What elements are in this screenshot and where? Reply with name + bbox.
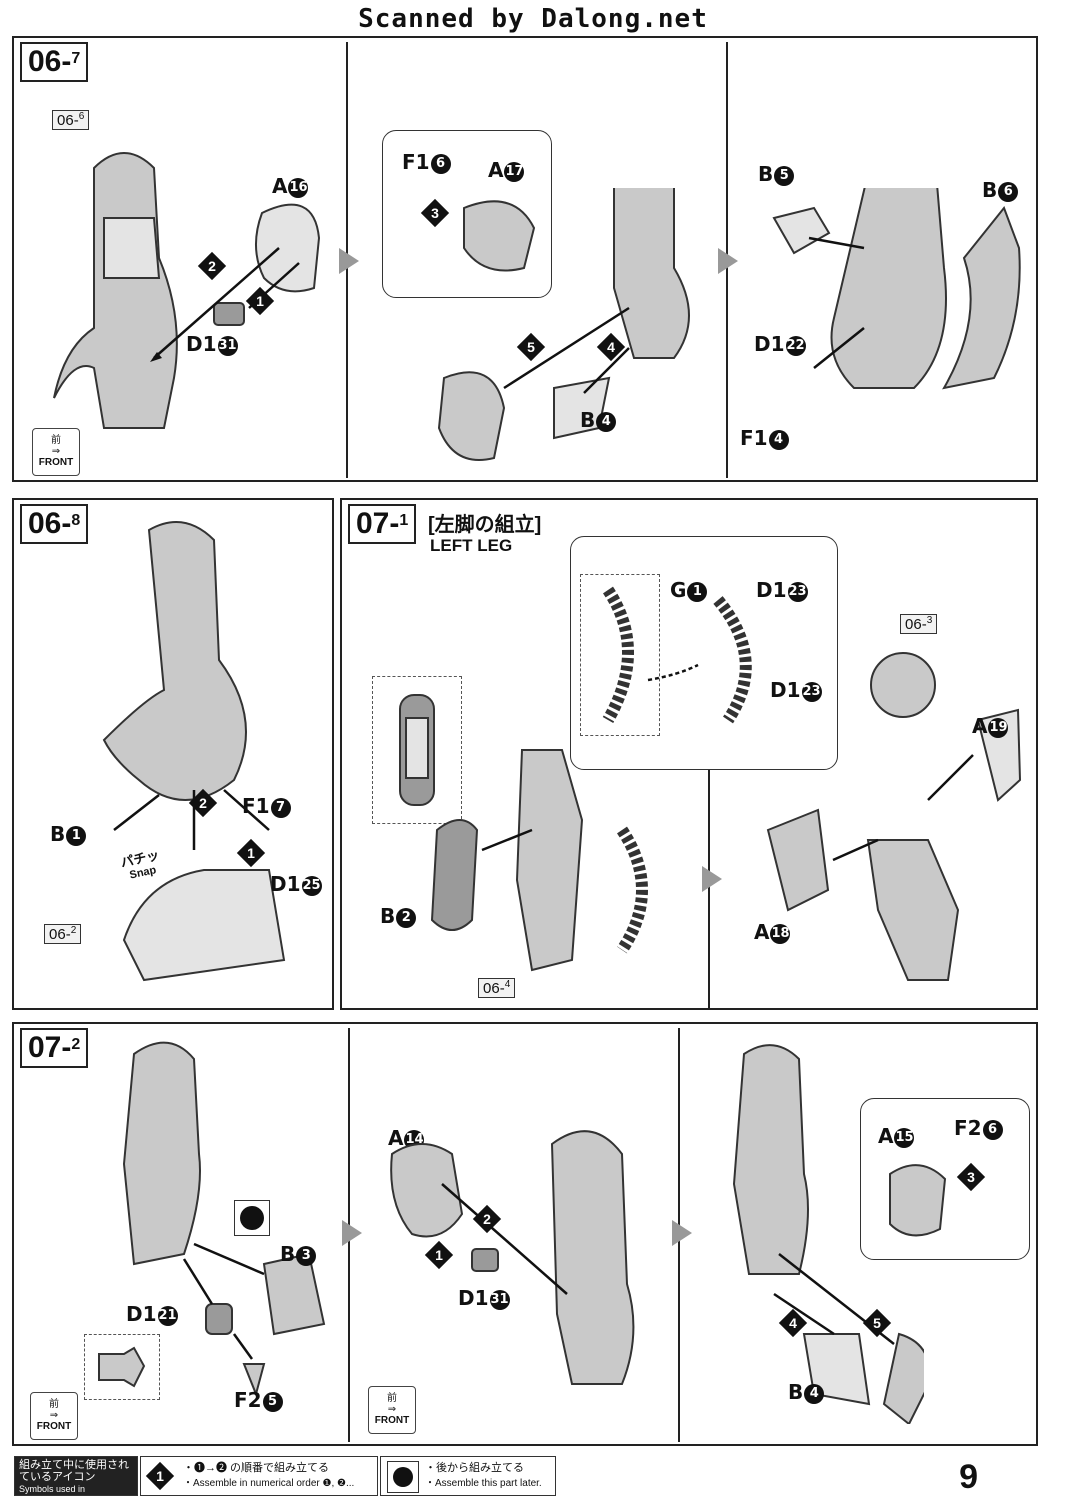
next-arrow-icon [672, 1220, 692, 1246]
step-tag: 07-1 [348, 504, 417, 544]
order-1-icon: 1 [236, 838, 266, 868]
ref-step-06-6: 06-6 [52, 110, 90, 130]
order-5-icon: 5 [516, 332, 546, 362]
order-1-icon: 1 [424, 1240, 454, 1270]
page-number: 9 [959, 1458, 978, 1496]
next-arrow-icon [718, 248, 738, 274]
order-5-icon: 5 [862, 1308, 892, 1338]
knee-assembly-illustration [766, 652, 1022, 981]
order-2-icon: 2 [472, 1204, 502, 1234]
armor-plate-illustration [942, 206, 1021, 390]
hose-part-illustration [602, 586, 752, 724]
later-assembly-icon [387, 1461, 419, 1493]
order-4-icon: 4 [596, 332, 626, 362]
order-4-icon: 4 [778, 1308, 808, 1338]
front-direction-icon: 前⇒FRONT [32, 428, 80, 476]
leg-frame-illustration [430, 749, 648, 972]
symbol-legend-label: 組み立て中に使用されているアイコン Symbols used in instru… [14, 1456, 138, 1506]
shin-plate-detail [399, 694, 435, 806]
next-arrow-icon [339, 248, 359, 274]
order-legend: 1 ・❶→❷ の順番で組み立てる ・Assemble in numerical … [140, 1456, 378, 1496]
order-3-icon: 3 [420, 198, 450, 228]
step-tag: 06-7 [20, 42, 89, 82]
order-2-icon: 2 [188, 788, 218, 818]
section-title-en: LEFT LEG [430, 536, 513, 555]
order-1-icon: 1 [245, 286, 275, 316]
scan-credit: Scanned by Dalong.net [358, 4, 708, 34]
front-direction-icon: 前⇒FRONT [368, 1386, 416, 1434]
next-arrow-icon [702, 866, 722, 892]
leg-lower-illustration [122, 1041, 326, 1398]
joint-detail [98, 1346, 146, 1388]
order-3-icon: 3 [956, 1162, 986, 1192]
leg-assembly-illustration [53, 152, 321, 429]
front-direction-icon: 前⇒FRONT [30, 1392, 78, 1440]
leg-thigh-illustration [390, 1130, 635, 1385]
ref-step-06-4: 06-4 [478, 978, 516, 998]
order-1-icon: 1 [145, 1461, 175, 1491]
leg-with-knee-illustration [102, 521, 286, 982]
detail-box-dashed [84, 1334, 160, 1400]
ref-step-06-3: 06-3 [900, 614, 938, 634]
next-arrow-icon [342, 1220, 362, 1246]
shoulder-part-illustration [437, 188, 947, 461]
later-assembly-icon [234, 1200, 270, 1236]
ref-step-06-2: 06-2 [44, 924, 82, 944]
order-2-icon: 2 [197, 251, 227, 281]
step-tag: 06-8 [20, 504, 89, 544]
later-legend: ・後から組み立てる ・Assemble this part later. [380, 1456, 556, 1496]
step-tag: 07-2 [20, 1028, 89, 1068]
section-title-jp: [左脚の組立] [428, 514, 542, 536]
shoulder-part-detail [889, 1164, 947, 1237]
